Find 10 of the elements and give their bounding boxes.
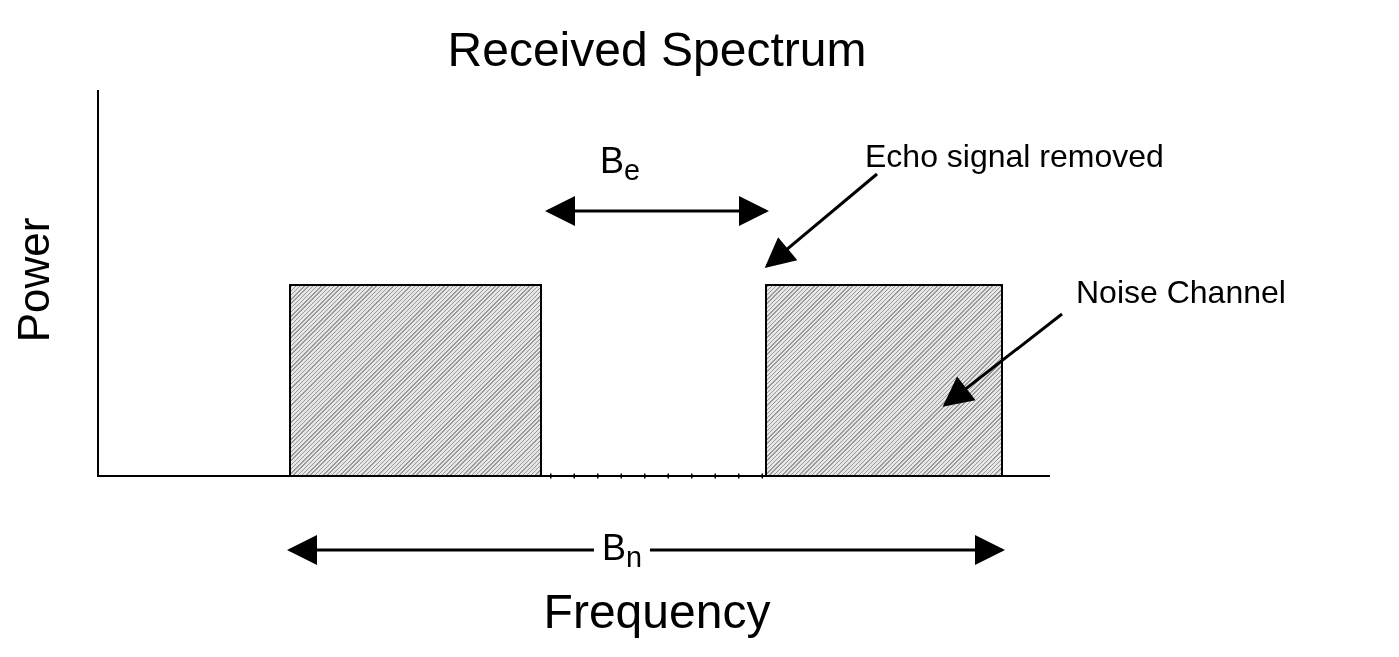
- leader-line: [942, 312, 1063, 407]
- chart-title: Received Spectrum: [446, 26, 868, 74]
- callout-text: Noise Channel: [1076, 276, 1286, 308]
- dimension-label: B$_{e}$: [600, 143, 641, 179]
- axis-label: Power: [11, 217, 56, 343]
- axis-label: Frequency: [542, 588, 772, 636]
- leader-line: [764, 172, 878, 268]
- noise-band: [289, 284, 542, 477]
- noise-band: [765, 284, 1003, 477]
- callout-text: Echo signal removed: [865, 140, 1164, 172]
